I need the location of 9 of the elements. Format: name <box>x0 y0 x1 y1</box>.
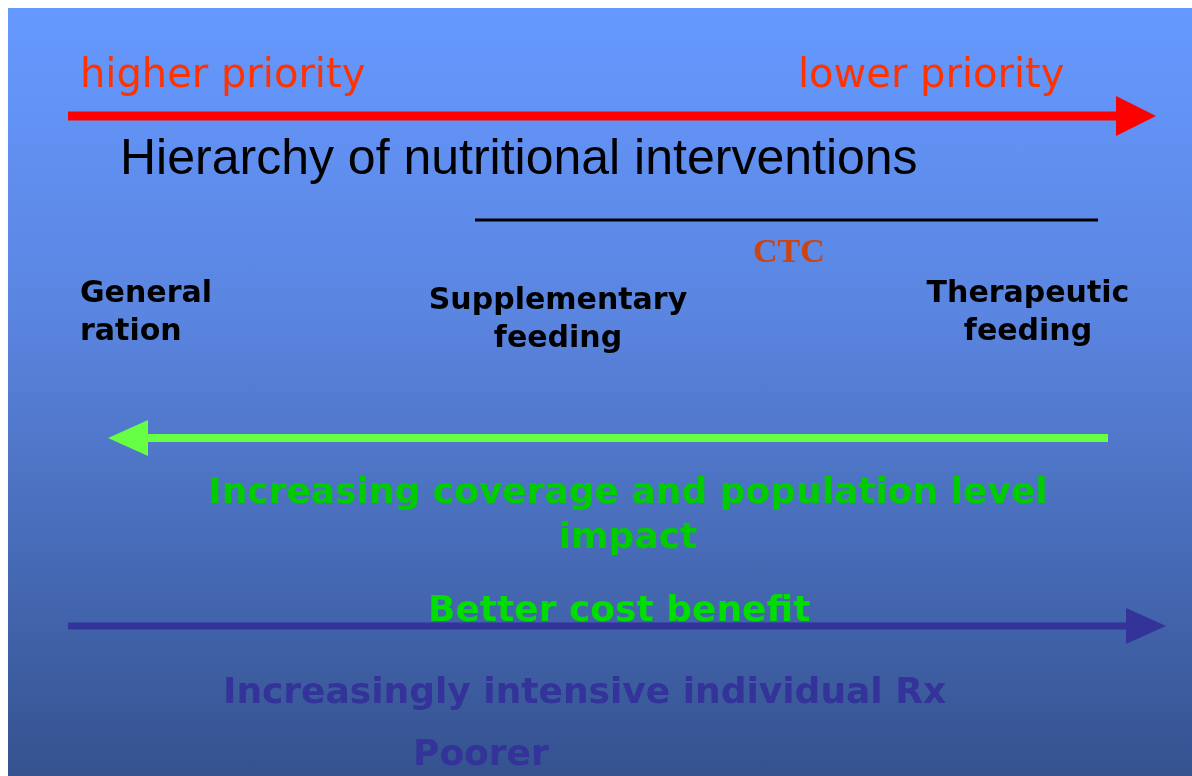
title: Hierarchy of nutritional interventions <box>120 128 918 186</box>
label: Better cost benefit <box>428 587 811 631</box>
axis-label: lower priority <box>798 49 1065 98</box>
label: General ration <box>80 273 213 348</box>
label: CTC <box>753 231 825 271</box>
label: Supplementary feeding <box>427 280 689 355</box>
label: Therapeutic feeding <box>925 273 1131 348</box>
label: Increasing coverage and population level impact <box>207 469 1049 558</box>
axis-label: higher priority <box>80 49 366 98</box>
